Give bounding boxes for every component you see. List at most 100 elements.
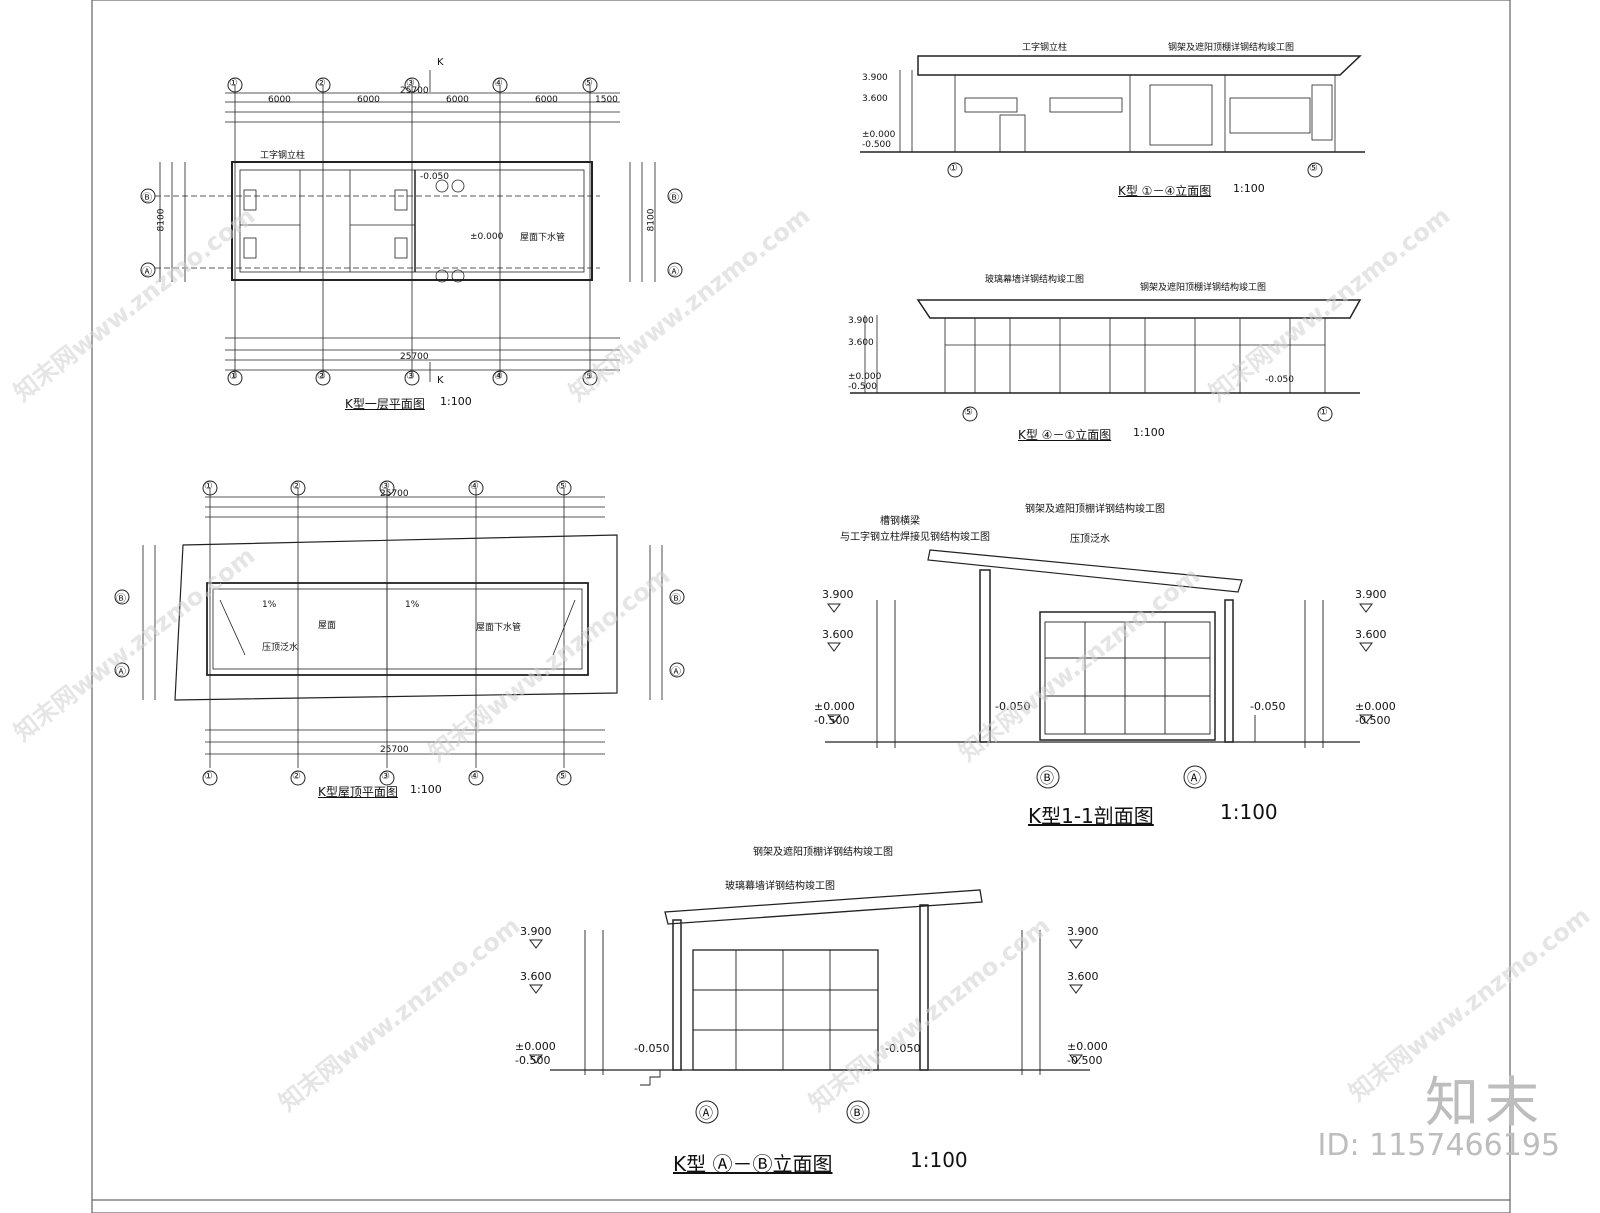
plan-axis-1-top: ① [229,78,238,89]
roof-axis-5-top: ⑤ [558,481,567,492]
plan-axis-bubbles [140,77,683,386]
plan-axis-a-left: Ⓐ [142,267,152,278]
section-title: K型1-1剖面图 [1028,804,1154,828]
roof-slope-2: 1% [405,600,420,610]
section-mark-bottom: K [437,375,444,386]
elev14-axis-5: ⑤ [1309,163,1318,174]
elev41-note-steel-roof: 钢架及遮阳顶棚详钢结构竣工图 [1140,283,1267,293]
ab-axis-bubbles [695,1100,870,1124]
roof-axis-a-left: Ⓐ [116,667,126,678]
elev41-level-step: -0.050 [1265,375,1295,385]
elev14-level-top: 3.900 [862,73,888,83]
plan-bay-1: 6000 [268,95,291,105]
plan-roof-title: K型屋顶平面图 [318,785,398,799]
plan-depth-dim-right: 8100 [646,208,657,232]
ab-level-eave-l: 3.600 [520,970,552,983]
sect-level-ground-r: -0.500 [1355,714,1391,727]
image-id: ID: 1157466195 [1317,1128,1560,1163]
sect-note-channel: 槽钢横梁 [880,516,920,527]
sect-level-top-l: 3.900 [822,588,854,601]
elev41-level-zero: ±0.000 [848,372,882,382]
roof-overall-dim: 25700 [380,489,409,499]
section-1-1 [825,549,1360,748]
plan-axis-3-bottom: ③ [406,371,415,382]
plan-bay-3: 6000 [446,95,469,105]
plan-axis-b-left: Ⓑ [142,193,152,204]
plan-axis-2-bottom: ② [317,371,326,382]
section-axis-bubbles [1036,765,1207,789]
plan-roof-scale: 1:100 [410,783,442,796]
elev14-level-zero: ±0.000 [862,130,896,140]
sect-level-zero-r: ±0.000 [1355,700,1396,713]
roof-plan [142,488,663,768]
plan-axis-3-top: ③ [406,78,415,89]
ab-level-top-l: 3.900 [520,925,552,938]
roof-gutter-note: 屋面 [318,621,337,631]
sect-axis-b: Ⓑ [1040,771,1054,787]
sect-level-top-r: 3.900 [1355,588,1387,601]
sect-level-step-r: -0.050 [1250,700,1286,713]
plan-axis-a-right: Ⓐ [669,267,679,278]
roof-axis-2-bottom: ② [292,771,301,782]
roof-axis-5-bottom: ⑤ [558,771,567,782]
elevation-a-b [550,889,1090,1086]
sect-note-steel-roof: 钢架及遮阳顶棚详钢结构竣工图 [1025,504,1165,515]
plan-downpipe-note: 屋面下水管 [520,233,566,243]
sect-level-step-l: -0.050 [995,700,1031,713]
elev41-level-ground: -0.500 [848,382,878,392]
roof-axis-4-bottom: ④ [470,771,479,782]
roof-axis-4-top: ④ [470,481,479,492]
plan-ground-title: K型一层平面图 [345,397,425,411]
elevation-4-1 [850,299,1362,394]
ab-level-ground-l: -0.500 [515,1054,551,1067]
sect-level-eave-r: 3.600 [1355,628,1387,641]
roof-overall-dim-bottom: 25700 [380,745,409,755]
roof-axis-2-top: ② [292,481,301,492]
sect-note-coping: 压顶泛水 [1070,534,1110,545]
elev-ab-scale: 1:100 [910,1148,968,1172]
sect-note-weld: 与工字钢立柱焊接见钢结构竣工图 [840,532,990,543]
roof-axis-bubbles [114,480,685,786]
ab-note-steel-roof: 钢架及遮阳顶棚详钢结构竣工图 [753,847,893,858]
sect-level-eave-l: 3.600 [822,628,854,641]
elev41-axis-1: ① [1319,407,1328,418]
plan-depth-dim: 8100 [156,208,167,232]
ab-level-step-l: -0.050 [634,1042,670,1055]
plan-bay-2: 6000 [357,95,380,105]
elev41-axis-5: ⑤ [964,407,973,418]
plan-ground-scale: 1:100 [440,395,472,408]
elev14-note-steel-roof: 钢架及遮阳顶棚详钢结构竣工图 [1168,43,1295,53]
ab-note-glass: 玻璃幕墙详钢结构竣工图 [725,881,835,892]
sect-level-ground-l: -0.500 [814,714,850,727]
plan-axis-5-bottom: ⑤ [584,371,593,382]
plan-i-column-note: 工字钢立柱 [260,151,306,161]
elev41-level-top: 3.900 [848,316,874,326]
roof-coping-note: 压顶泛水 [262,643,299,653]
roof-axis-b-right: Ⓑ [671,594,681,605]
ab-axis-a: Ⓐ [699,1106,713,1122]
elev14-axis-1: ① [949,163,958,174]
roof-axis-1-bottom: ① [204,771,213,782]
brand-logo: 知末 [1425,1071,1545,1134]
plan-axis-2-top: ② [317,78,326,89]
ab-level-zero-l: ±0.000 [515,1040,556,1053]
ground-floor-plan [155,70,656,382]
plan-level-step: -0.050 [420,172,450,182]
section-scale: 1:100 [1220,800,1278,824]
elev41-scale: 1:100 [1133,426,1165,439]
sect-level-zero-l: ±0.000 [814,700,855,713]
elev14-axis-bubbles [947,162,1323,178]
roof-slope-1: 1% [262,600,277,610]
plan-axis-4-bottom: ④ [494,371,503,382]
plan-axis-b-right: Ⓑ [669,193,679,204]
plan-overall-dim-bottom: 25700 [400,352,429,362]
plan-axis-5-top: ⑤ [584,78,593,89]
plan-bay-4: 6000 [535,95,558,105]
plan-axis-4-top: ④ [494,78,503,89]
roof-axis-3-top: ③ [381,481,390,492]
roof-axis-3-bottom: ③ [381,771,390,782]
ab-level-ground-r: -0.500 [1067,1054,1103,1067]
section-mark-top: K [437,57,444,68]
level-markers [529,603,1373,1064]
